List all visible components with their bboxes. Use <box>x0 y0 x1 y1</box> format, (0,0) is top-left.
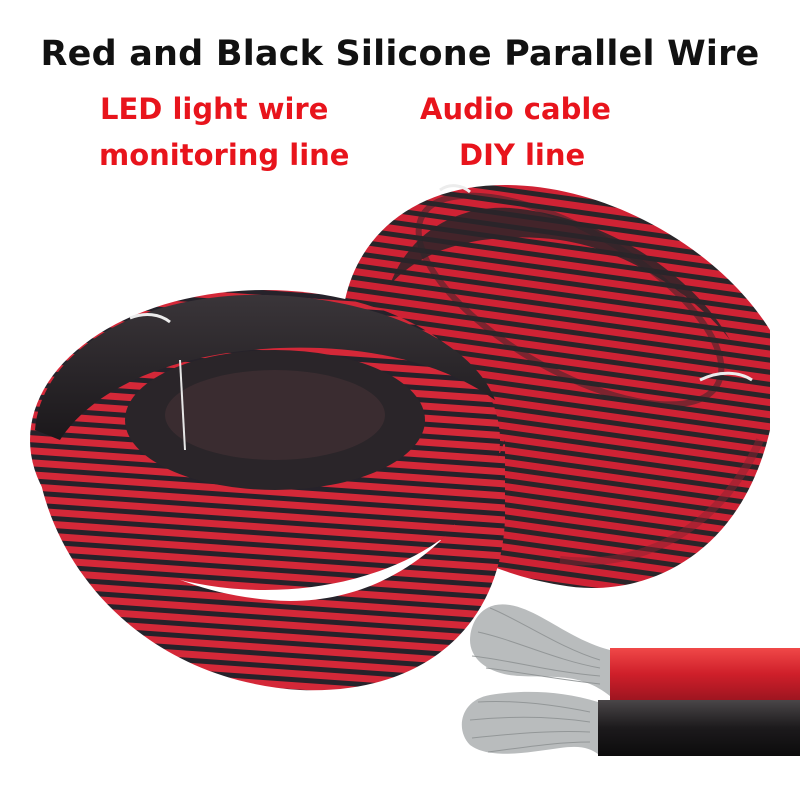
tag-monitoring-line: monitoring line <box>99 138 350 172</box>
product-headline: Red and Black Silicone Parallel Wire <box>40 34 760 74</box>
left-wire-coil <box>30 290 505 691</box>
tag-led-light-wire: LED light wire <box>100 92 329 126</box>
tag-diy-line: DIY line <box>459 138 586 172</box>
tag-audio-cable: Audio cable <box>420 92 611 126</box>
stripped-cable-ends <box>461 604 800 756</box>
